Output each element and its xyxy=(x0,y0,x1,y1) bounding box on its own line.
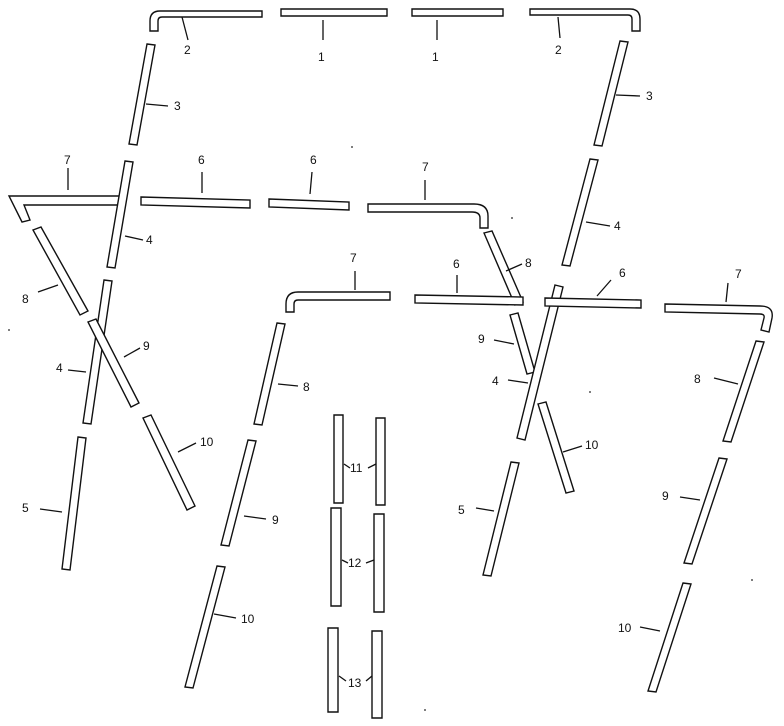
part-label-7-left: 7 xyxy=(64,153,71,167)
part-label-5-right: 5 xyxy=(458,503,465,517)
part-4-tube-right-lower xyxy=(516,284,564,441)
part-label-4-right-lower: 4 xyxy=(492,374,499,388)
part-3-tube-left xyxy=(128,43,156,146)
part-label-6-a: 6 xyxy=(198,153,205,167)
part-label-8-middle: 8 xyxy=(303,380,310,394)
part-label-3-left: 3 xyxy=(174,99,181,113)
part-label-1-left: 1 xyxy=(318,50,325,64)
part-2-elbow-tube-left xyxy=(149,10,263,32)
part-label-7-center: 7 xyxy=(422,160,429,174)
part-label-10-left: 10 xyxy=(200,435,214,449)
part-6-tube-d xyxy=(544,297,642,309)
part-10-tube-middle xyxy=(184,565,226,689)
part-label-10-right: 10 xyxy=(618,621,632,635)
part-label-7-middle: 7 xyxy=(350,251,357,265)
part-label-10-middle: 10 xyxy=(241,612,255,626)
scan-speck xyxy=(351,146,353,148)
part-3-tube-right xyxy=(593,40,629,147)
part-5-tube-left xyxy=(61,436,87,571)
part-label-6-b: 6 xyxy=(310,153,317,167)
part-label-2-left: 2 xyxy=(184,43,191,57)
part-label-9-right: 9 xyxy=(662,489,669,503)
part-12-tube-right xyxy=(373,513,385,613)
part-6-tube-b xyxy=(268,198,350,211)
part-label-1-right: 1 xyxy=(432,50,439,64)
part-label-6-d: 6 xyxy=(619,266,626,280)
part-10-tube-left xyxy=(142,414,196,511)
scan-speck xyxy=(511,217,513,219)
part-13-tube-left xyxy=(327,627,339,713)
part-label-4-right-upper: 4 xyxy=(614,219,621,233)
part-10-tube-center-right xyxy=(537,401,575,494)
part-8-tube-center-right xyxy=(483,230,524,306)
part-label-5-left: 5 xyxy=(22,501,29,515)
part-7-hook-tube-left xyxy=(7,195,121,223)
part-8-tube-left xyxy=(31,226,89,316)
part-label-7-right: 7 xyxy=(735,267,742,281)
part-10-tube-right xyxy=(647,582,692,693)
scan-speck xyxy=(424,709,426,711)
part-4-tube-left-lower xyxy=(82,279,113,425)
part-label-8-center-right: 8 xyxy=(525,256,532,270)
part-label-8-left: 8 xyxy=(22,292,29,306)
scan-speck xyxy=(589,391,591,393)
part-1-tube-right xyxy=(411,8,504,17)
part-4-tube-left-upper xyxy=(106,160,134,269)
part-9-tube-left xyxy=(87,318,140,408)
part-11-tube-right xyxy=(375,417,386,506)
part-11-tube-left xyxy=(333,414,344,504)
part-13-tube-right xyxy=(371,630,383,719)
part-label-10-center-right: 10 xyxy=(585,438,599,452)
part-label-11: 11 xyxy=(350,461,363,475)
part-8-tube-right xyxy=(722,340,765,443)
part-label-9-left: 9 xyxy=(143,339,150,353)
scan-speck xyxy=(751,579,753,581)
part-label-13: 13 xyxy=(348,676,362,690)
part-9-tube-right xyxy=(683,457,728,565)
part-8-tube-middle xyxy=(253,322,286,426)
part-label-2-right: 2 xyxy=(555,43,562,57)
part-label-3-right: 3 xyxy=(646,89,653,103)
part-9-tube-middle xyxy=(220,439,257,547)
part-6-tube-a xyxy=(140,196,251,209)
part-4-tube-right-upper xyxy=(561,158,599,267)
part-label-8-right: 8 xyxy=(694,372,701,386)
part-2-elbow-tube-right xyxy=(529,8,641,32)
part-5-tube-right xyxy=(482,461,520,577)
scan-speck xyxy=(8,329,10,331)
part-label-9-middle: 9 xyxy=(272,513,279,527)
part-label-4-left-upper: 4 xyxy=(146,233,153,247)
part-label-12: 12 xyxy=(348,556,362,570)
part-label-9-center-right: 9 xyxy=(478,332,485,346)
part-label-4-left-lower: 4 xyxy=(56,361,63,375)
part-7-elbow-tube-right xyxy=(664,303,773,333)
part-7-elbow-tube-center xyxy=(367,203,489,229)
part-7-elbow-tube-middle xyxy=(285,291,391,313)
part-12-tube-left xyxy=(330,507,342,607)
part-label-6-c: 6 xyxy=(453,257,460,271)
part-1-tube-left xyxy=(280,8,388,17)
part-6-tube-c xyxy=(414,294,524,306)
